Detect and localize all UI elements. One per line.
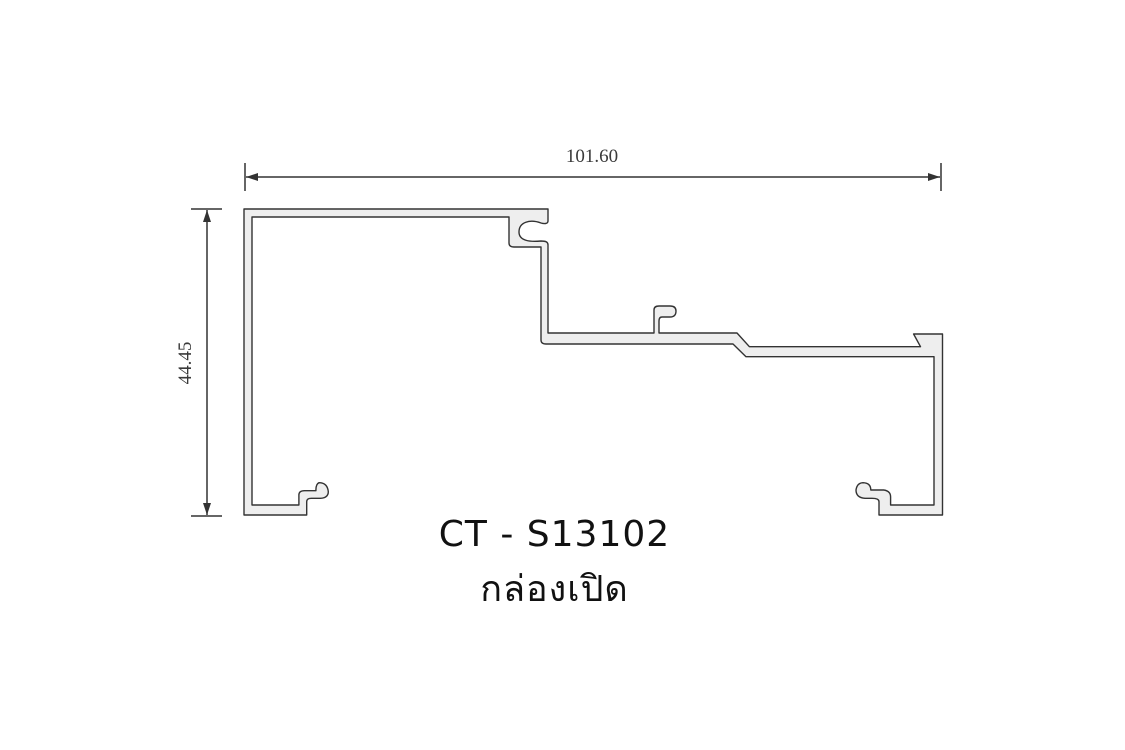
product-code: CT - S13102	[438, 514, 671, 555]
height-dimension-label: 44.45	[175, 342, 196, 385]
product-name: กล่องเปิด	[480, 569, 629, 610]
height-dimension: 44.45	[175, 208, 222, 517]
width-dimension: 101.60	[244, 146, 942, 191]
width-dimension-label: 101.60	[566, 146, 618, 167]
profile-outline	[243, 208, 944, 516]
